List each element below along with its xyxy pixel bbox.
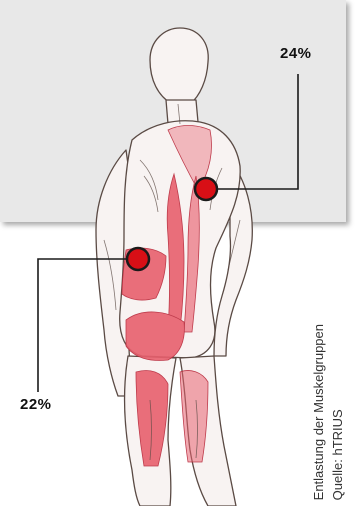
percentage-label-lower: 22% [20, 396, 52, 413]
marker-upper-back [195, 178, 217, 200]
caption-vertical: Entlastung der Muskelgruppen Quelle: hTR… [309, 324, 347, 500]
percentage-label-upper: 24% [280, 45, 312, 62]
caption-source: Quelle: hTRIUS [328, 324, 347, 500]
marker-lower-back [127, 248, 149, 270]
caption-title: Entlastung der Muskelgruppen [309, 324, 328, 500]
